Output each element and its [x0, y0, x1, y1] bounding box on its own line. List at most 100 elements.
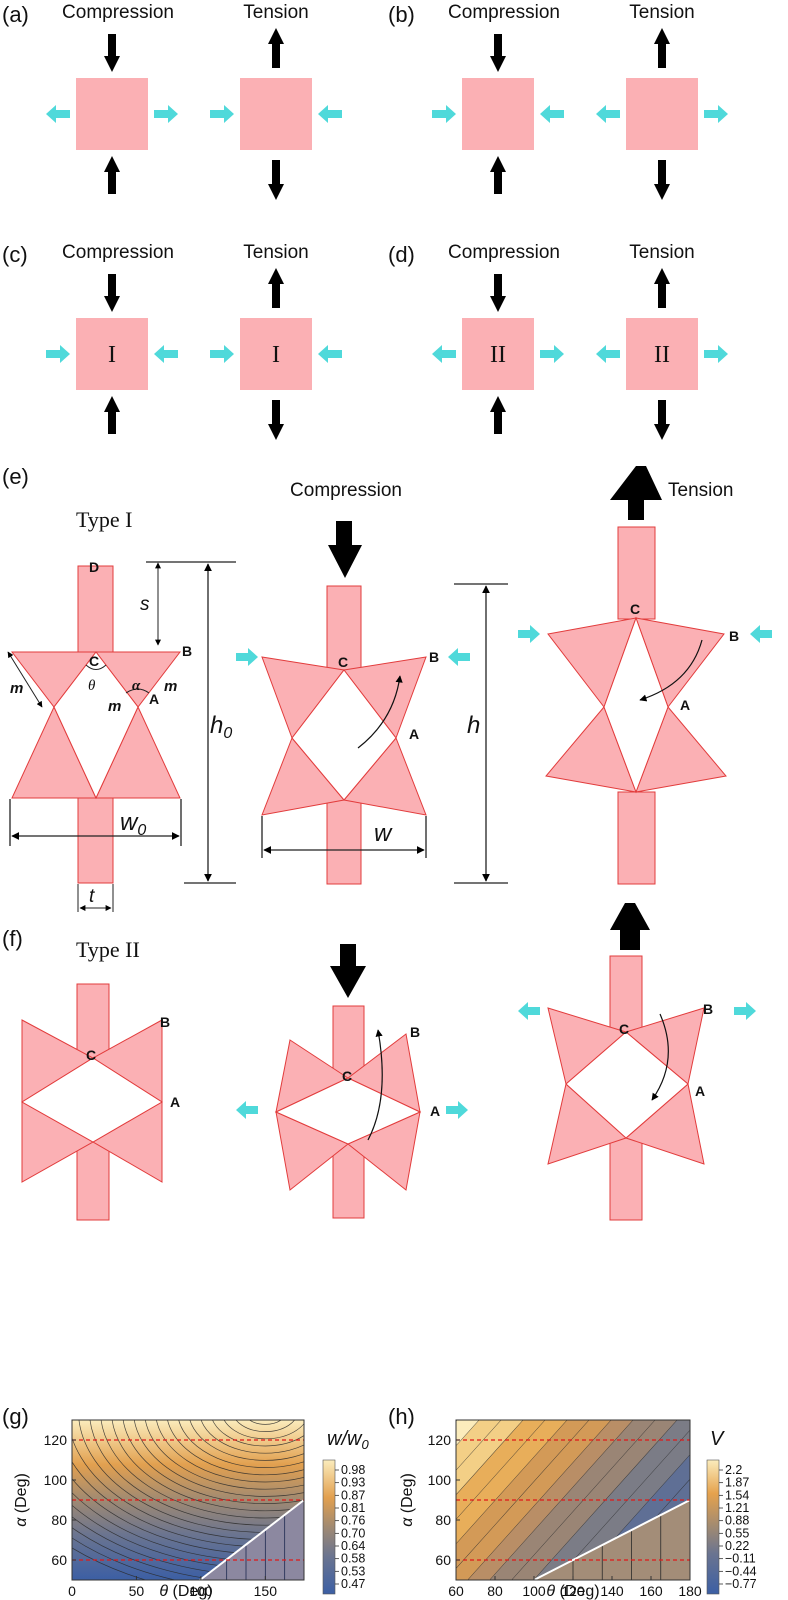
cell-type-label: I — [272, 342, 280, 368]
m-symbol-inner: m — [108, 698, 121, 715]
type-i-label: Type I — [76, 507, 133, 532]
point-d-label: D — [89, 559, 99, 575]
y-tick-label: 80 — [435, 1512, 451, 1528]
compression-heading: Compression — [448, 2, 560, 23]
unit-cell-square — [240, 78, 312, 150]
lateral-arrow-right — [318, 345, 342, 363]
tension-force-arrow — [610, 466, 662, 520]
lateral-arrow-left — [596, 105, 620, 123]
contour-band — [577, 1454, 690, 1580]
x-axis-label: θ (Deg) — [546, 1583, 599, 1600]
cell-type-label: II — [654, 342, 670, 368]
theta-symbol: θ — [88, 678, 96, 694]
dashed-reference-lines — [72, 1439, 304, 1561]
contour-line — [89, 1420, 304, 1526]
y-tick-label: 60 — [51, 1552, 67, 1568]
compression-force-arrow — [328, 521, 362, 578]
contour-line — [223, 1420, 304, 1440]
lateral-arrow-right — [154, 345, 178, 363]
m-dimension-arrow — [7, 651, 43, 708]
tension-force-arrow — [610, 903, 650, 950]
point-b-label: B — [429, 649, 439, 665]
unit-cell-square — [626, 78, 698, 150]
cell-type-label: II — [490, 342, 506, 368]
contour-line — [254, 1403, 276, 1417]
colorbar-tick-label: 0.76 — [341, 1514, 365, 1528]
colorbar-tick-label: 0.22 — [725, 1539, 749, 1553]
s-symbol: s — [140, 594, 150, 615]
panel-g-label: (g) — [2, 1404, 29, 1429]
point-a-label: A — [409, 726, 419, 742]
load-arrow-bottom — [104, 156, 120, 194]
unit-cell-square — [626, 318, 698, 390]
rhombus-void — [603, 616, 669, 794]
x-tick-label: 80 — [487, 1583, 503, 1599]
type-i-reference-structure: D C B A θ α m m m s h0 w0 — [7, 559, 236, 912]
contour-band — [599, 1479, 690, 1580]
panel-f-label: (f) — [2, 926, 23, 951]
compression-force-arrow — [330, 944, 366, 998]
load-arrow-top — [490, 274, 506, 312]
tension-heading: Tension — [629, 242, 695, 263]
lateral-arrow-left — [432, 345, 456, 363]
rhombus-void — [291, 669, 397, 801]
x-tick-label: 100 — [522, 1583, 546, 1599]
colorbar-tick-label: 0.88 — [725, 1514, 749, 1528]
m-symbol-right: m — [164, 678, 177, 695]
contour-line — [156, 1420, 304, 1483]
y-tick-label: 120 — [44, 1432, 68, 1448]
point-b-label: B — [160, 1014, 170, 1030]
load-arrow-top — [104, 34, 120, 72]
unit-cell-square — [76, 78, 148, 150]
load-arrow-top — [654, 28, 670, 68]
alpha-symbol: α — [132, 678, 141, 694]
y-tick-label: 120 — [428, 1432, 452, 1448]
point-a-label: A — [170, 1094, 180, 1110]
tension-heading: Tension — [668, 480, 734, 501]
tension-heading: Tension — [243, 242, 309, 263]
colorbar-tick-label: 1.87 — [725, 1476, 749, 1490]
contour-line — [248, 1420, 282, 1425]
y-tick-label: 100 — [428, 1472, 452, 1488]
h-symbol: h — [467, 712, 480, 739]
colorbar-title: V — [710, 1428, 725, 1450]
colorbar-title: w/w0 — [327, 1428, 369, 1452]
lateral-arrow-left — [46, 345, 70, 363]
y-axis-label: α (Deg) — [399, 1473, 416, 1527]
lateral-arrow-right — [154, 105, 178, 123]
colorbar-tick-label: 0.70 — [341, 1526, 365, 1540]
compression-heading: Compression — [62, 2, 174, 23]
point-b-label: B — [729, 628, 739, 644]
point-c-label: C — [630, 601, 640, 617]
contour-band — [511, 1420, 678, 1580]
panel-f: (f) Type II C B A C B — [2, 903, 756, 1221]
load-arrow-bottom — [490, 396, 506, 434]
colorbar-tick-label: 0.47 — [341, 1577, 365, 1591]
rotation-arrow — [651, 1013, 669, 1101]
outward-arrow-left — [518, 1002, 540, 1020]
tension-cell — [596, 28, 728, 200]
type-i-tensioned-structure: C B A — [518, 466, 772, 885]
y-tick-label: 100 — [44, 1472, 68, 1488]
point-a-label: A — [680, 697, 690, 713]
lateral-arrow-left — [46, 105, 70, 123]
contour-line — [122, 1420, 304, 1504]
unit-cell-square — [240, 318, 312, 390]
invalid-region-contours — [226, 1515, 286, 1580]
colorbar-tick-label: 0.58 — [341, 1552, 365, 1566]
compression-heading: Compression — [62, 242, 174, 263]
point-b-label: B — [410, 1024, 420, 1040]
tension-heading: Tension — [629, 2, 695, 23]
point-c-label: C — [619, 1021, 629, 1037]
validity-boundary — [533, 1499, 691, 1581]
rhombus-void — [274, 1077, 422, 1145]
x-tick-label: 50 — [129, 1583, 145, 1599]
rhombus-void — [53, 651, 139, 800]
colorbar-tick-label: −0.77 — [725, 1577, 757, 1591]
load-arrow-bottom — [654, 160, 670, 200]
lateral-arrow-left — [210, 345, 234, 363]
contour-line — [212, 1420, 304, 1447]
colorbar-tick-label: 0.87 — [341, 1488, 365, 1502]
colorbar-tick-label: 0.98 — [341, 1463, 365, 1477]
colorbar-tick-label: 0.53 — [341, 1564, 365, 1578]
